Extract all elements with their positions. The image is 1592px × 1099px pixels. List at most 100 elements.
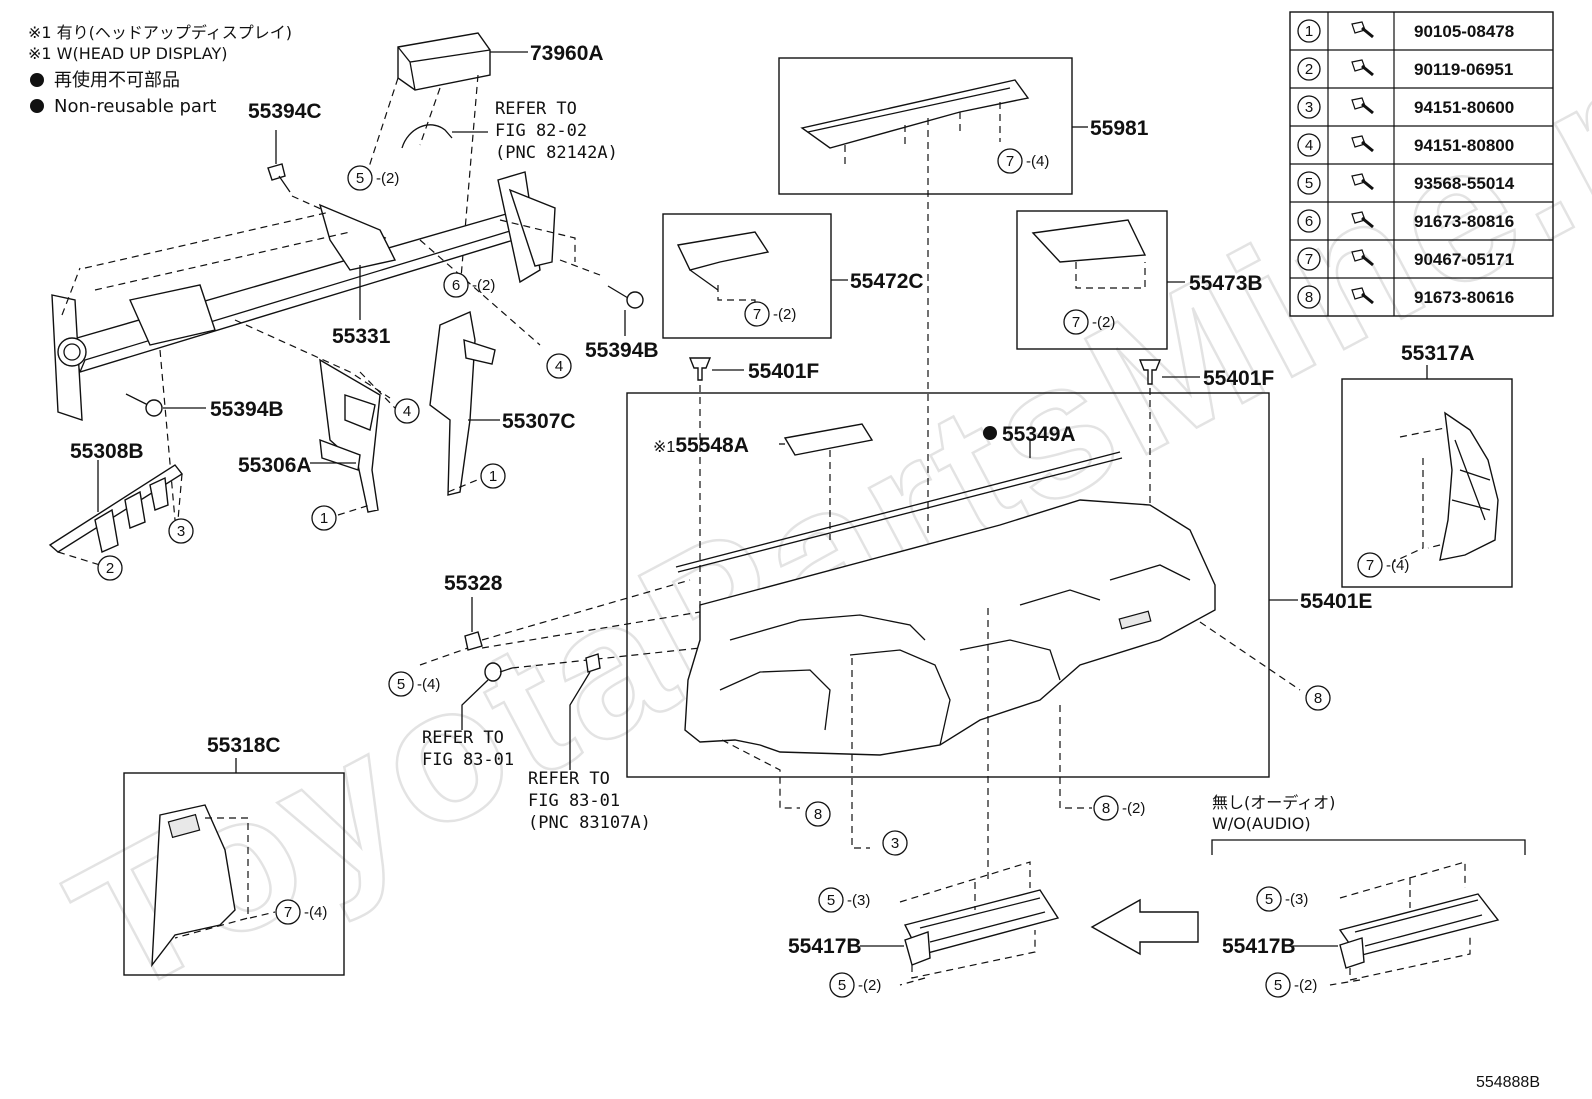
callout-badge[interactable]: 6-(2) (443, 272, 495, 298)
label-55394B-right: 55394B (585, 339, 659, 362)
part-55394B-bolt-left[interactable] (125, 393, 206, 417)
ref-number-badge (1297, 247, 1321, 271)
part-55331-reinforcement-beam[interactable] (51, 171, 556, 421)
part-73960A-hud[interactable] (397, 32, 528, 91)
part-55473B-cover[interactable] (1031, 219, 1147, 263)
box-55318C (123, 772, 345, 976)
ref-number: 6 (1305, 213, 1313, 230)
variant-label-jp: 無し(オーディオ) (1212, 793, 1335, 812)
ref-number-badge (1297, 95, 1321, 119)
callout-badge[interactable]: 7-(2) (744, 301, 796, 327)
callout-badge[interactable]: 5-(3) (818, 887, 870, 913)
callout-number: 5 (397, 676, 405, 693)
part-55349A-molding[interactable] (675, 440, 1123, 573)
callout-quantity: -(2) (376, 170, 399, 187)
ref1-line2: FIG 82-02 (495, 121, 587, 141)
callout-badge[interactable]: 3 (882, 830, 908, 856)
callout-badge[interactable]: 1 (311, 505, 337, 531)
ref2-line1: REFER TO (422, 728, 504, 748)
part-55981-garnish[interactable] (800, 79, 1030, 149)
part-55472C-cover[interactable] (676, 231, 770, 291)
fastener-icon (1351, 59, 1374, 77)
part-refer-83107A-bracket[interactable] (569, 653, 601, 770)
callout-number: 4 (403, 403, 411, 420)
callout-badge[interactable]: 3 (168, 518, 194, 544)
ref1-line3: (PNC 82142A) (495, 143, 618, 163)
callout-badge[interactable]: 8 (1305, 685, 1331, 711)
ref3-line3: (PNC 83107A) (528, 813, 651, 833)
label-55548A: ※155548A (653, 434, 749, 457)
callout-badge[interactable]: 8-(2) (1093, 795, 1145, 821)
callout-badge[interactable]: 4 (546, 353, 572, 379)
part-55317A-side-panel[interactable] (1439, 411, 1499, 561)
part-55548A-hud-bezel[interactable] (779, 423, 874, 456)
ref-number: 8 (1305, 289, 1313, 306)
callout-badge[interactable]: 7-(2) (1063, 309, 1115, 335)
label-55394C: 55394C (248, 100, 322, 123)
part-55401F-clip-left[interactable] (688, 357, 744, 381)
fastener-icon (1351, 97, 1374, 115)
part-55307C-bracket[interactable] (429, 311, 500, 496)
reference-fig-82-02[interactable]: REFER TO FIG 82-02 (PNC 82142A) (495, 99, 618, 163)
variant-label-en: W/O(AUDIO) (1212, 814, 1311, 833)
callout-badge[interactable]: 1 (480, 463, 506, 489)
callout-badge[interactable]: 2 (97, 555, 123, 581)
callout-badge[interactable]: 7-(4) (997, 148, 1049, 174)
ref-number-badge (1297, 133, 1321, 157)
part-number: 90105-08478 (1414, 22, 1514, 41)
callouts-layer: 5-(2)6-(2)4411325-(4)7-(4)7-(4)7-(2)7-(2… (97, 148, 1409, 998)
box-55473B (1016, 210, 1168, 350)
callout-badge[interactable]: 5 -(2) (347, 165, 399, 191)
reference-fig-83-01-pnc[interactable]: REFER TO FIG 83-01 (PNC 83107A) (528, 769, 651, 833)
box-55401E (626, 392, 1270, 778)
callout-badge[interactable]: 5-(3) (1256, 886, 1308, 912)
part-55328-clip[interactable] (464, 597, 483, 651)
callout-badge[interactable]: 5-(2) (829, 972, 881, 998)
callout-number: 5 (356, 170, 364, 187)
part-55401F-clip-right[interactable] (1138, 359, 1200, 385)
callout-badge[interactable]: 4 (394, 398, 420, 424)
label-73960A: 73960A (530, 42, 604, 65)
nonreusable-bullet-icon (983, 426, 997, 440)
callout-quantity: -(2) (858, 977, 881, 994)
fastener-icon (1351, 287, 1374, 305)
callout-badge[interactable]: 7-(4) (1357, 552, 1409, 578)
part-55394B-bolt-right[interactable] (607, 285, 644, 336)
callout-badge[interactable]: 5 -(4) (388, 671, 440, 697)
callout-quantity: -(4) (417, 676, 440, 693)
ref1-line1: REFER TO (495, 99, 577, 119)
part-55417B-bracket-left[interactable] (860, 889, 1060, 966)
callout-badge[interactable]: 5 -(2) (1265, 972, 1317, 998)
callout-quantity: -(2) (1294, 977, 1317, 994)
callout-number: 5 (827, 892, 835, 909)
diagram-id: 554888B (1476, 1074, 1540, 1091)
bullet-icon (30, 73, 44, 87)
part-55318C-side-panel[interactable] (151, 804, 236, 968)
callout-number: 5 (1274, 977, 1282, 994)
label-55473B: 55473B (1189, 272, 1263, 295)
callout-badge[interactable]: 8 (805, 801, 831, 827)
variant-wo-audio: 無し(オーディオ) W/O(AUDIO) (1211, 793, 1526, 855)
ref-number: 3 (1305, 99, 1313, 116)
callout-quantity: -(2) (1122, 800, 1145, 817)
part-55401E-instrument-panel[interactable] (684, 499, 1216, 756)
part-55417B-bracket-right[interactable] (1292, 893, 1500, 969)
ref-number-badge (1297, 171, 1321, 195)
label-55401E: 55401E (1300, 590, 1372, 613)
part-55306A-bracket[interactable] (310, 358, 381, 513)
part-55308B-bracket[interactable] (48, 460, 184, 553)
part-55394C-bolt[interactable] (267, 130, 291, 193)
fastener-icon (1351, 173, 1374, 191)
reference-fig-83-01[interactable]: REFER TO FIG 83-01 (422, 728, 514, 770)
label-55401F-left: 55401F (748, 360, 819, 383)
callout-badge[interactable]: 7-(4) (275, 899, 327, 925)
part-refer-83-01-nut[interactable] (461, 662, 513, 730)
